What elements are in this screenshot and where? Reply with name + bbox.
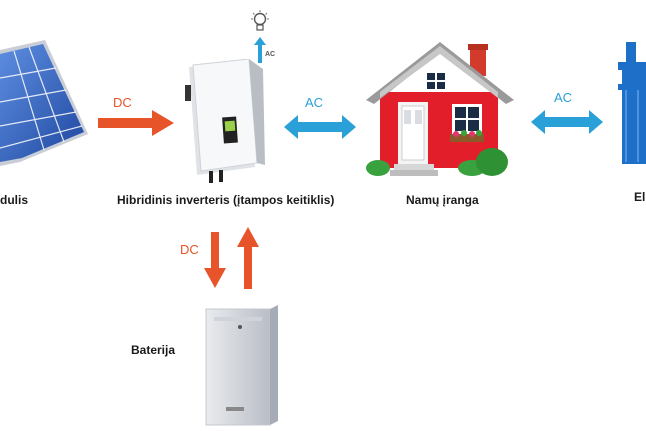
home-equipment-label: Namų įranga bbox=[406, 193, 479, 207]
house-image bbox=[366, 42, 514, 176]
ac-arrow-up bbox=[254, 37, 266, 63]
dc-arrow-up bbox=[237, 227, 259, 289]
solar-panel-image bbox=[0, 40, 88, 166]
dc-label-solar: DC bbox=[113, 95, 132, 110]
battery-image bbox=[205, 305, 278, 426]
dc-arrow-down bbox=[204, 232, 226, 288]
inverter-label: Hibridinis inverteris (įtampos keitiklis… bbox=[117, 193, 335, 207]
battery-label: Baterija bbox=[131, 343, 176, 357]
dc-label-battery: DC bbox=[180, 242, 199, 257]
hybrid-inverter-image bbox=[185, 59, 265, 183]
ac-label-bulb: AC bbox=[265, 51, 276, 58]
grid-pylon-image bbox=[618, 42, 646, 164]
ac-label-inverter-home: AC bbox=[305, 95, 324, 110]
grid-label: El bbox=[634, 190, 646, 204]
solar-module-label: dulis bbox=[0, 193, 29, 207]
lightbulb-icon bbox=[251, 10, 269, 31]
ac-label-home-grid: AC bbox=[554, 90, 573, 105]
ac-arrow-inverter-home bbox=[284, 115, 356, 139]
ac-arrow-home-grid bbox=[531, 110, 603, 134]
dc-arrow-solar-inverter bbox=[98, 110, 174, 136]
